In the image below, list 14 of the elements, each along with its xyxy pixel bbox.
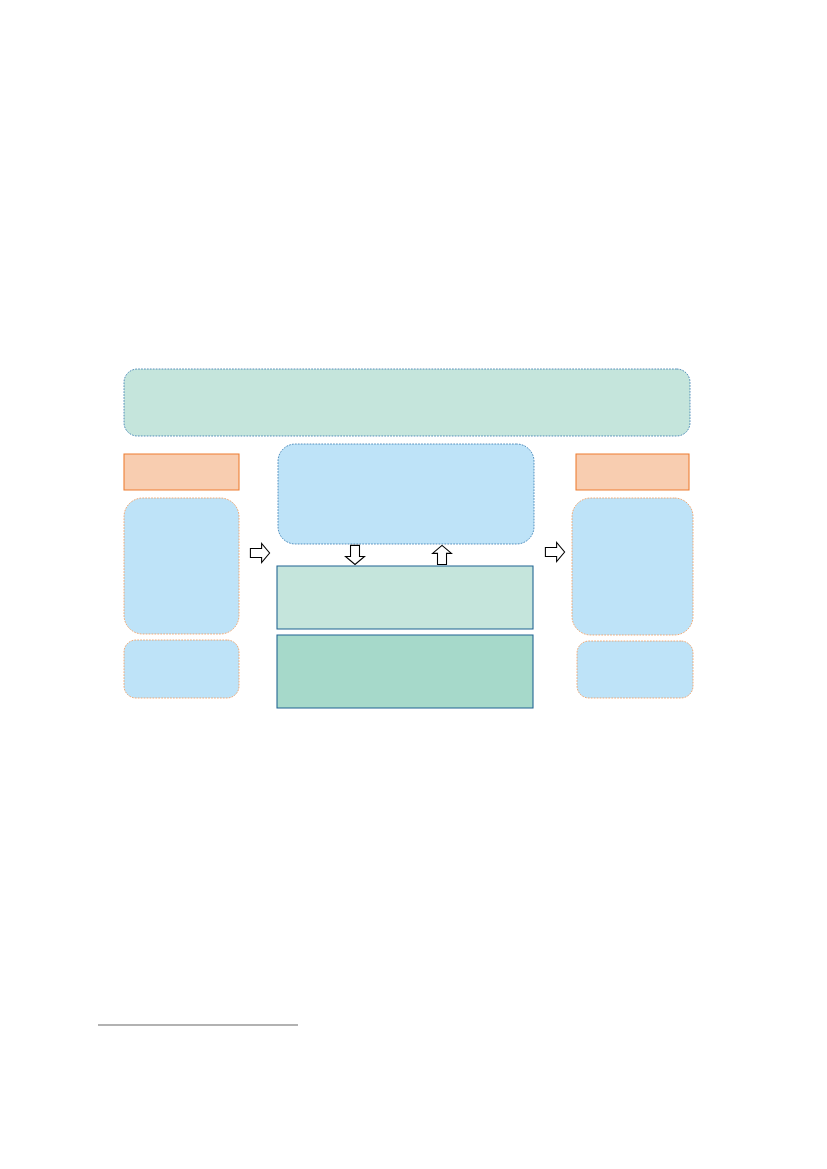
- block-arrow: [431, 544, 453, 565]
- rounded-panel: [571, 497, 694, 636]
- rectangle-box: [276, 634, 534, 709]
- rectangle-box: [276, 565, 534, 630]
- rounded-panel: [123, 639, 240, 699]
- block-arrow: [344, 544, 366, 566]
- block-arrow: [544, 541, 566, 563]
- header-box: [123, 453, 240, 491]
- block-arrow: [249, 542, 271, 564]
- rounded-panel: [123, 368, 691, 437]
- rounded-panel: [576, 640, 694, 699]
- rounded-panel: [123, 497, 240, 635]
- header-box: [575, 453, 690, 491]
- rounded-panel: [277, 443, 535, 545]
